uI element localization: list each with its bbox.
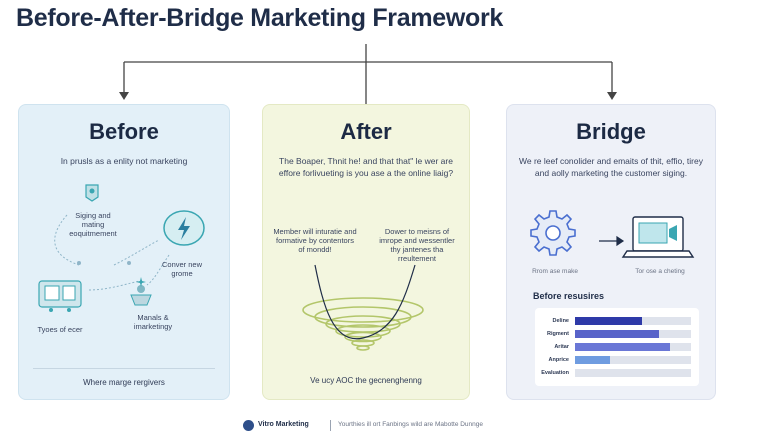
funnel-illustration [302, 264, 424, 351]
divider [33, 368, 215, 369]
bar-fill [575, 330, 659, 338]
bar-fill [575, 317, 643, 325]
bar-row: Deline [535, 316, 699, 326]
bar-row: Anprice [535, 355, 699, 365]
lightning-icon [163, 210, 205, 246]
brand-logo-icon [243, 420, 254, 431]
bar-fill [575, 356, 610, 364]
laptop-icon [621, 216, 695, 258]
arrow-down-icon [119, 92, 129, 100]
connector-lines [119, 44, 617, 104]
bar-row: Evaluation [535, 368, 699, 378]
before-label-types: Tyoes of ecer [37, 325, 83, 334]
before-panel: Before In prusls as a enlity not marketi… [18, 104, 230, 400]
before-label-manuals: Manals & imarketingy [133, 313, 173, 331]
bridge-illustration [530, 210, 695, 258]
arrow-down-icon [607, 92, 617, 100]
footer-tagline: Yourthies ill ort Fanbings wild are Mabo… [338, 421, 484, 428]
before-footer: Where marge rergivers [83, 378, 165, 387]
before-label-sizing: Siging and mating eoquitmement [69, 211, 117, 238]
after-label-left: Member will inturatie and formative by c… [273, 227, 357, 254]
badge-icon [85, 184, 99, 202]
bridge-description: We re leef conolider and emaits of thit,… [519, 156, 703, 178]
bar-row: Rigment [535, 329, 699, 339]
bar-track [575, 356, 691, 364]
bar-label: Aritar [554, 344, 569, 350]
bar-track [575, 369, 691, 377]
after-description: The Boaper, Thnit he! and that that" le … [278, 156, 454, 178]
bar-track [575, 330, 691, 338]
brand-name: Vitro Marketing [258, 421, 309, 428]
before-description: In prusls as a enlity not marketing [60, 156, 188, 166]
manuals-icon [130, 277, 152, 306]
before-heading: Before [89, 119, 159, 144]
bridge-caption-left: Rrom ase make [532, 268, 578, 275]
page-footer: Vitro Marketing Yourthies ill ort Fanbin… [0, 420, 768, 434]
bar-row: Aritar [535, 342, 699, 352]
before-label-convert: Conver new grome [161, 260, 203, 278]
after-label-right: Dower to meisns of imrope and wessentler… [379, 227, 455, 263]
bridge-heading: Bridge [576, 119, 646, 144]
bar-track [575, 317, 691, 325]
funnel-icon [302, 297, 424, 351]
bar-label: Deline [552, 318, 569, 324]
after-footer: Ve ucy AOC the gecnenghenng [310, 376, 422, 385]
bar-track [575, 343, 691, 351]
bar-label: Anprice [548, 357, 569, 363]
gear-icon [530, 210, 576, 256]
bridge-panel: Bridge We re leef conolider and emaits o… [506, 104, 716, 400]
page-title: Before-After-Bridge Marketing Framework [16, 4, 504, 32]
bar-fill [575, 343, 671, 351]
package-icon [38, 280, 82, 312]
bar-label: Rigment [547, 331, 569, 337]
bars-title: Before resusires [533, 291, 605, 301]
after-heading: After [340, 119, 392, 144]
after-panel: After The Boaper, Thnit he! and that tha… [262, 104, 470, 400]
bridge-caption-right: Tor ose a cheting [635, 268, 685, 275]
arrow-right-icon [599, 235, 625, 247]
bar-label: Evaluation [541, 370, 569, 376]
before-illustration [38, 184, 205, 312]
divider [330, 420, 331, 431]
